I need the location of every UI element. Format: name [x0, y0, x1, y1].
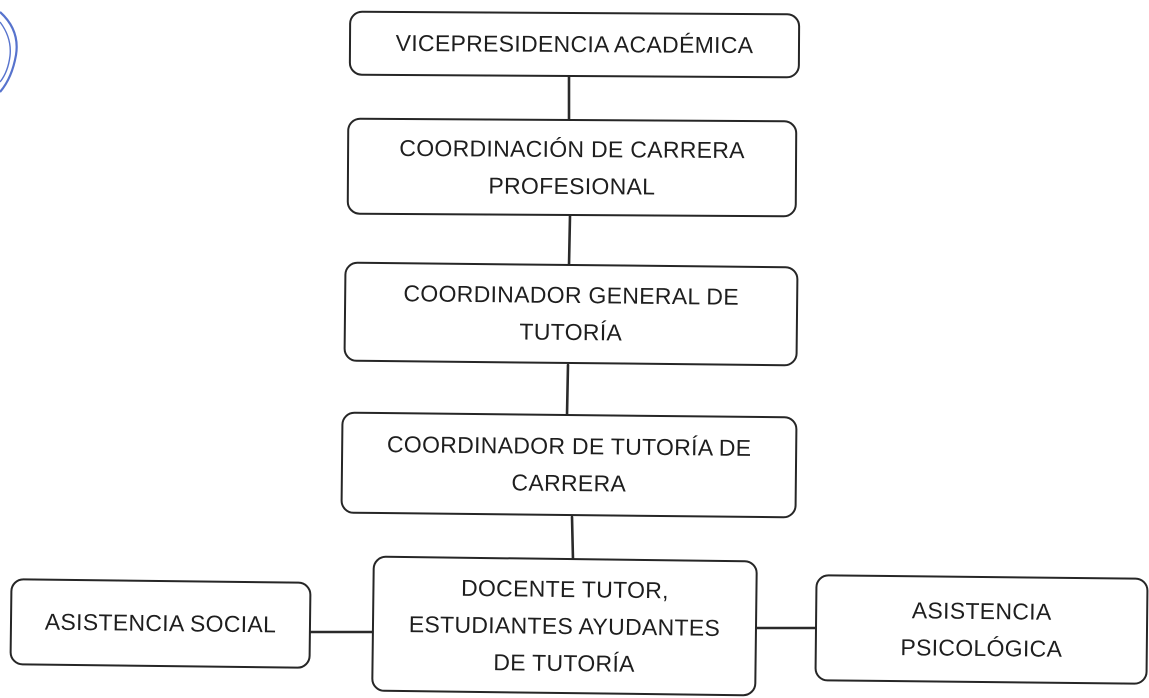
node-label: VICEPRESIDENCIA ACADÉMICA — [395, 29, 754, 59]
node-label: COORDINADOR DE TUTORÍA DE CARRERA — [386, 431, 752, 497]
edge-coord-tutoria-docente — [570, 515, 575, 562]
node-coordinador-general-tutoria: COORDINADOR GENERAL DE TUTORÍA — [343, 261, 799, 367]
node-vicepresidencia-academica: VICEPRESIDENCIA ACADÉMICA — [348, 10, 801, 79]
node-label: COORDINADOR GENERAL DE TUTORÍA — [403, 280, 740, 346]
node-coordinador-tutoria-carrera: COORDINADOR DE TUTORÍA DE CARRERA — [340, 411, 798, 519]
node-label: ASISTENCIA SOCIAL — [44, 608, 277, 638]
node-label: DOCENTE TUTOR, ESTUDIANTES AYUDANTES DE … — [408, 574, 721, 677]
node-docente-tutor: DOCENTE TUTOR, ESTUDIANTES AYUDANTES DE … — [371, 555, 758, 697]
node-label: COORDINACIÓN DE CARRERA PROFESIONAL — [399, 134, 745, 200]
node-coordinacion-carrera-profesional: COORDINACIÓN DE CARRERA PROFESIONAL — [346, 117, 798, 218]
node-label: ASISTENCIA PSICOLÓGICA — [900, 596, 1063, 662]
node-asistencia-social: ASISTENCIA SOCIAL — [9, 578, 312, 669]
node-asistencia-psicologica: ASISTENCIA PSICOLÓGICA — [814, 574, 1149, 685]
seal-stamp-fragment — [0, 11, 18, 93]
edge-coord-general-coord-tutoria — [565, 363, 570, 417]
edge-coord-carrera-coord-general — [567, 214, 572, 267]
